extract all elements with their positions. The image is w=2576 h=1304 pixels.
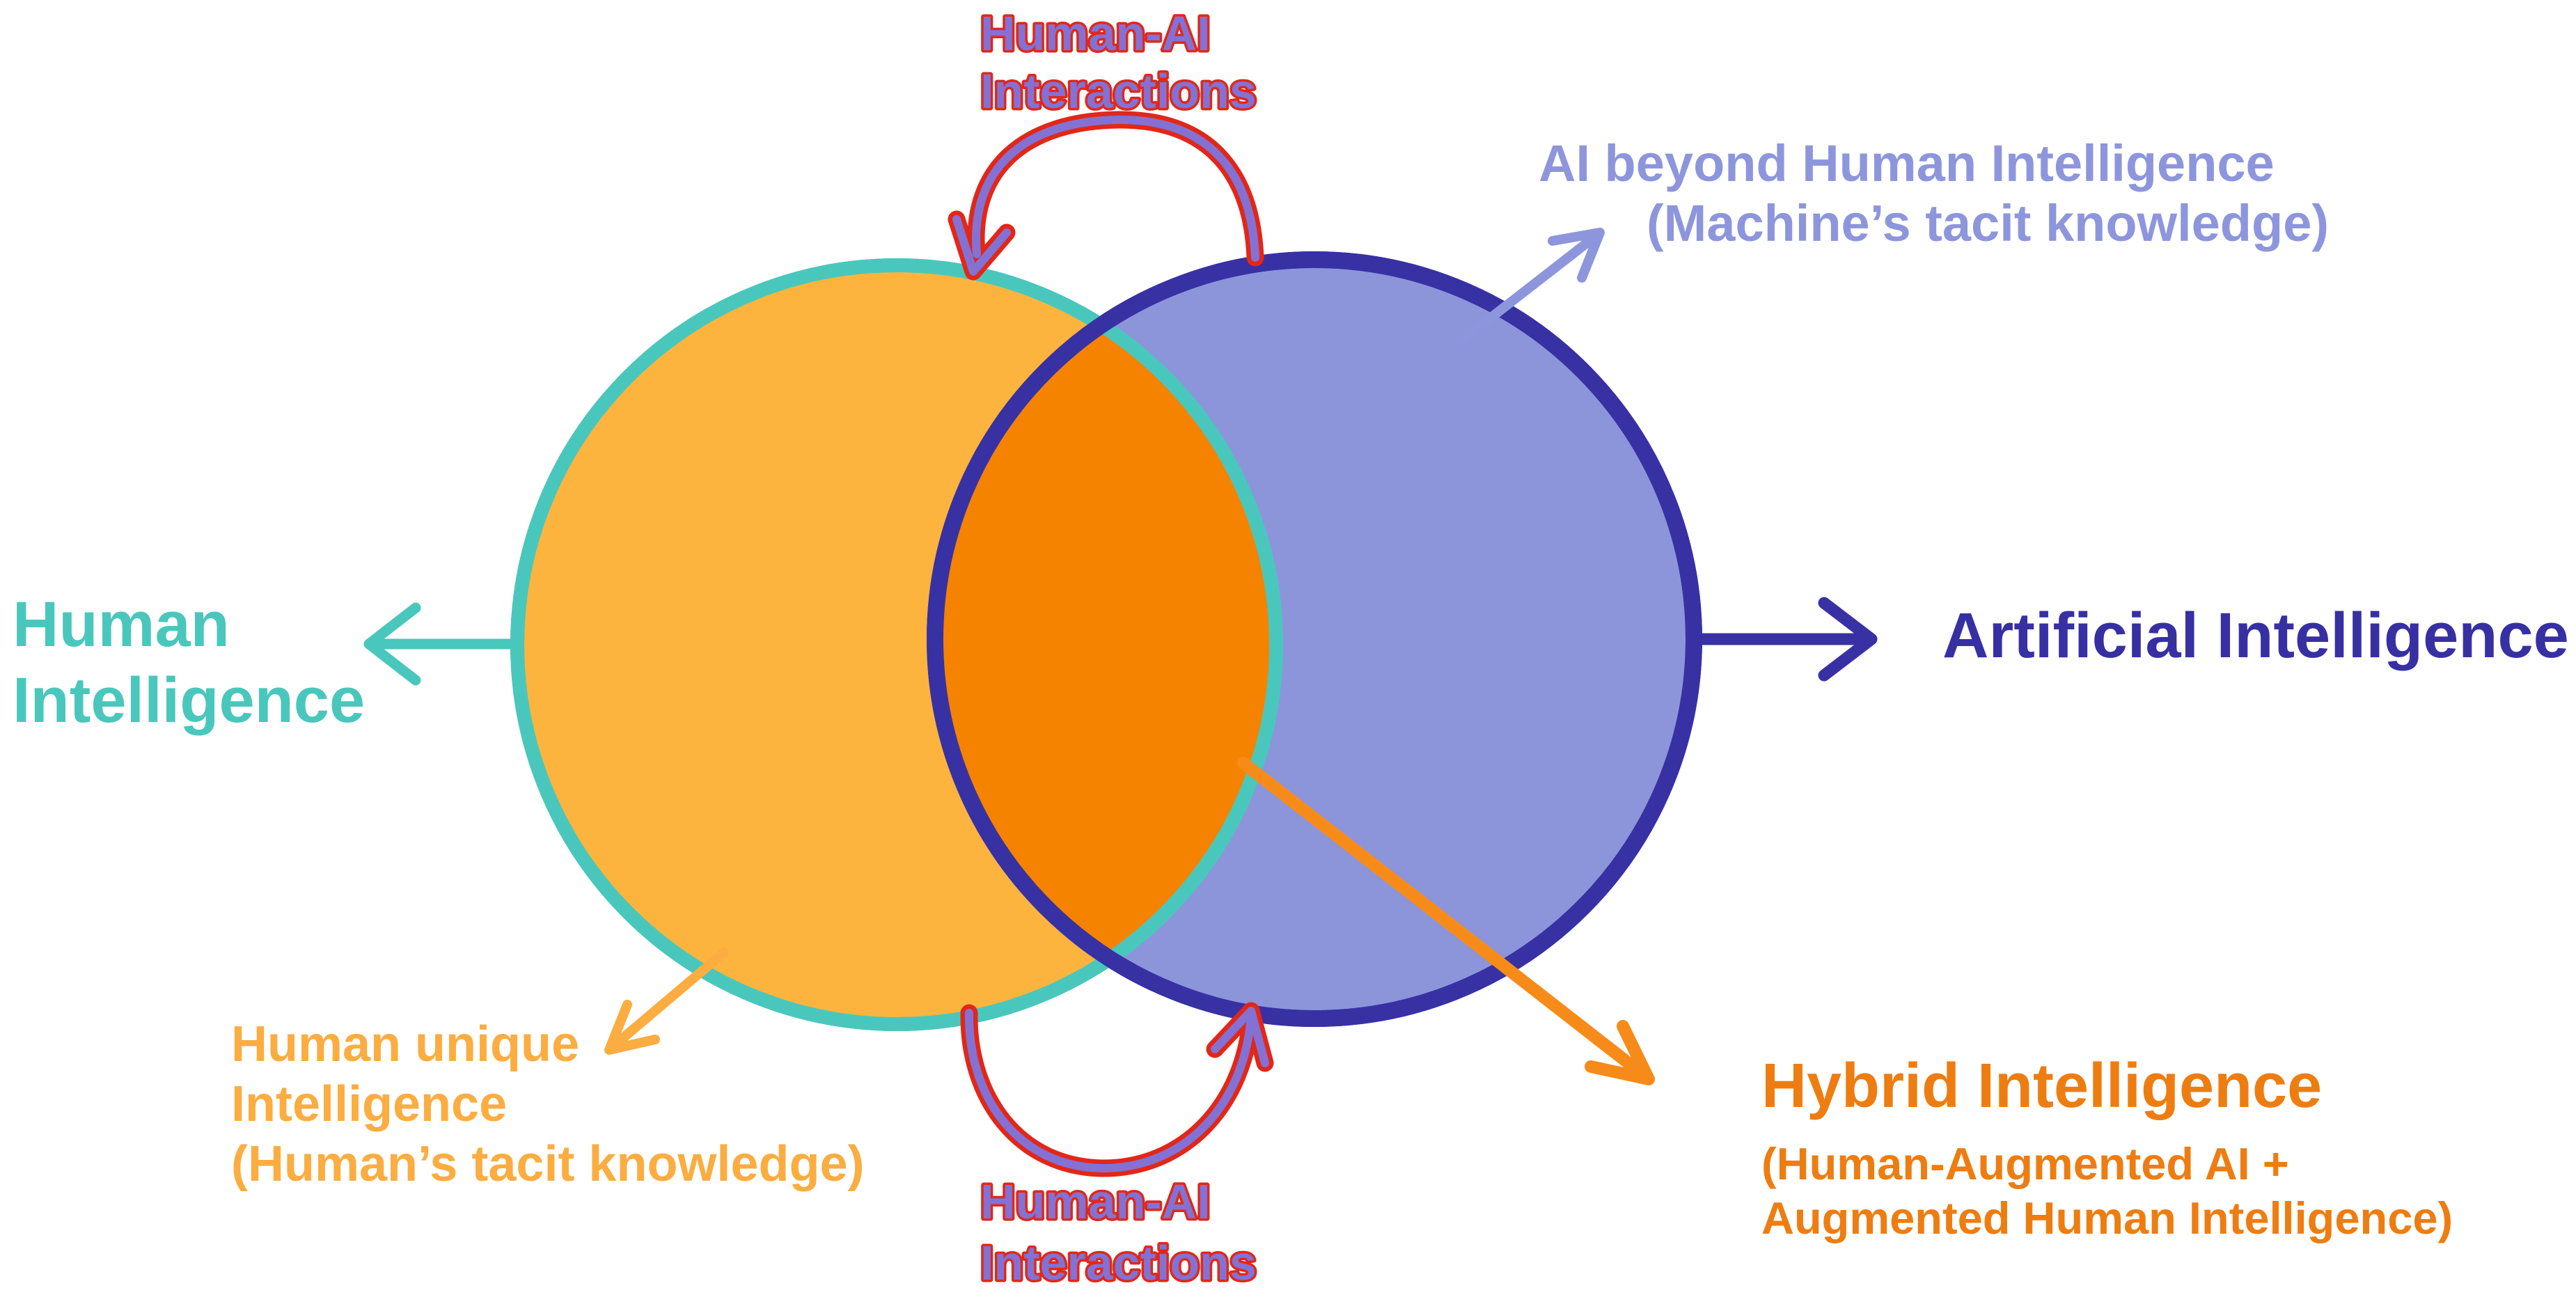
human-unique-line1: Human unique <box>231 1016 579 1072</box>
human-intelligence-label: Human Intelligence <box>13 589 365 736</box>
hybrid-intelligence-title: Hybrid Intelligence <box>1761 1051 2322 1121</box>
hybrid-intelligence-label: Hybrid Intelligence (Human-Augmented AI … <box>1761 1051 2453 1243</box>
bottom-interaction-line1: Human-AI <box>980 1175 1211 1229</box>
human-intelligence-arrow-icon <box>363 602 522 686</box>
hybrid-intelligence-arrow-icon <box>1237 757 1655 1085</box>
human-intelligence-line1: Human <box>13 589 230 660</box>
ai-beyond-line2: (Machine’s tacit knowledge) <box>1647 194 2329 252</box>
bottom-interaction-label: Human-AI Interactions <box>978 1172 1259 1293</box>
human-unique-arrow-icon <box>604 948 729 1055</box>
top-interaction-line1: Human-AI <box>980 6 1211 61</box>
bottom-interaction-line2: Interactions <box>980 1236 1257 1290</box>
human-unique-line2: Intelligence <box>231 1076 507 1132</box>
artificial-intelligence-label: Artificial Intelligence <box>1942 600 2569 671</box>
ai-beyond-label: AI beyond Human Intelligence (Machine’s … <box>1539 134 2329 252</box>
ai-beyond-line1: AI beyond Human Intelligence <box>1539 134 2275 192</box>
human-intelligence-line2: Intelligence <box>13 665 365 736</box>
artificial-intelligence-arrow-icon <box>1687 597 1878 682</box>
hybrid-intelligence-line2: Augmented Human Intelligence) <box>1761 1193 2453 1243</box>
human-unique-label: Human unique Intelligence (Human’s tacit… <box>231 1016 864 1192</box>
top-interaction-label: Human-AI Interactions <box>978 4 1259 121</box>
human-unique-line3: (Human’s tacit knowledge) <box>231 1136 864 1192</box>
top-interaction-line2: Interactions <box>980 64 1257 118</box>
artificial-intelligence-text: Artificial Intelligence <box>1942 600 2569 671</box>
ai-beyond-arrow-icon <box>1456 228 1605 346</box>
top-interaction-arrow-icon <box>948 111 1264 281</box>
hybrid-intersection-region <box>934 325 1277 959</box>
bottom-interaction-arrow-icon <box>960 1002 1274 1177</box>
hybrid-intelligence-line1: (Human-Augmented AI + <box>1761 1138 2289 1189</box>
